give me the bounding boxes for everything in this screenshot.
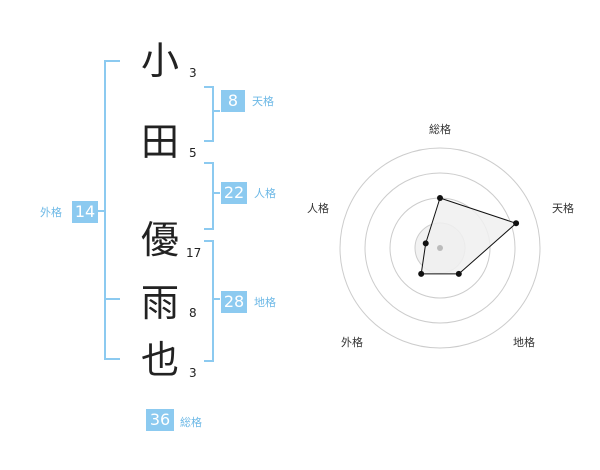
radar-area (420, 197, 518, 275)
radar-ring (339, 147, 541, 349)
tenkaku-label: 天格 (252, 95, 274, 108)
gaikaku-tick (98, 210, 104, 212)
radar-point-5 (422, 240, 429, 247)
chikaku-label: 地格 (254, 296, 276, 309)
radar-axis-label-soukaku: 総格 (429, 122, 451, 136)
stroke-count-2: 5 (189, 146, 197, 160)
radar-point-3 (455, 270, 462, 277)
chikaku-badge: 28 (221, 291, 247, 313)
stroke-count-1: 3 (189, 66, 197, 80)
gaikaku-label: 外格 (40, 206, 62, 219)
gaikaku-badge: 14 (72, 201, 98, 223)
chikaku-bracket (204, 240, 214, 362)
radar-point-2 (513, 220, 520, 227)
radar-axis-label-gaikaku: 外格 (341, 335, 363, 349)
radar-center-dot (437, 245, 443, 251)
chikaku-tick (214, 298, 220, 300)
stroke-count-5: 3 (189, 366, 197, 380)
jinkaku-badge: 22 (221, 182, 247, 204)
radar-points (418, 195, 520, 277)
name-char-3: 優 (140, 218, 179, 262)
name-char-1: 小 (140, 39, 179, 83)
stroke-count-4: 8 (189, 306, 197, 320)
name-char-5: 也 (140, 338, 179, 382)
soukaku-badge: 36 (146, 409, 174, 431)
radar-point-4 (418, 270, 425, 277)
jinkaku-label: 人格 (254, 187, 276, 200)
name-char-2: 田 (140, 120, 179, 164)
radar-axis-label-chikaku: 地格 (513, 335, 535, 349)
jinkaku-tick (214, 192, 220, 194)
tenkaku-tick (214, 110, 220, 112)
radar-axis-label-tenkaku: 天格 (552, 201, 574, 215)
tenkaku-bracket (204, 86, 214, 142)
soukaku-label: 総格 (180, 416, 202, 429)
radar-ring (364, 172, 516, 324)
name-char-4: 雨 (140, 281, 179, 325)
tenkaku-badge: 8 (221, 90, 245, 112)
jinkaku-bracket (204, 162, 214, 230)
radar-point-1 (437, 195, 443, 201)
stroke-count-3: 17 (186, 246, 202, 260)
gaikaku-inner-tick (106, 298, 120, 300)
gaikaku-bracket (104, 60, 120, 360)
radar-axis-label-jinkaku: 人格 (307, 201, 329, 215)
